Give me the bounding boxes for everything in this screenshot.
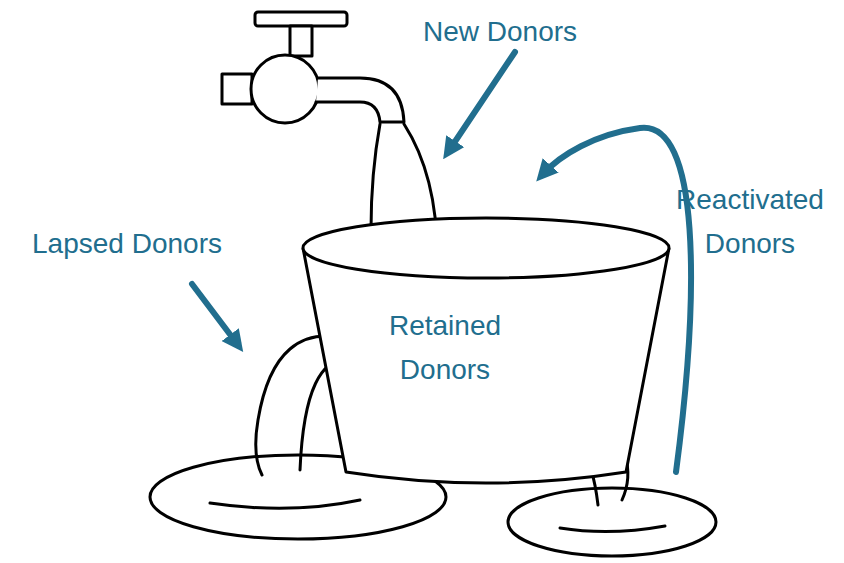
faucet-inlet: [222, 74, 252, 104]
bucket-lines: [303, 218, 669, 483]
faucet-handle: [255, 12, 347, 26]
bucket-rim: [303, 218, 669, 278]
leader-arrow: [192, 284, 238, 345]
node-label: Retained Donors: [340, 304, 550, 392]
bucket-body: [303, 248, 669, 483]
bucket-outline: [300, 212, 672, 492]
flow-label: Lapsed Donors: [2, 222, 252, 266]
faucet-stem: [290, 26, 312, 56]
bucket-node: Retained Donors: [300, 212, 672, 492]
flow-label: New Donors: [410, 10, 590, 54]
faucet-spout: [316, 78, 404, 122]
flow-label: Reactivated Donors: [660, 178, 840, 266]
leader-arrow: [448, 52, 515, 152]
puddle-ripple: [560, 526, 665, 532]
puddle-ripple: [210, 500, 360, 508]
puddle: [508, 488, 716, 556]
faucet-body: [251, 55, 319, 123]
